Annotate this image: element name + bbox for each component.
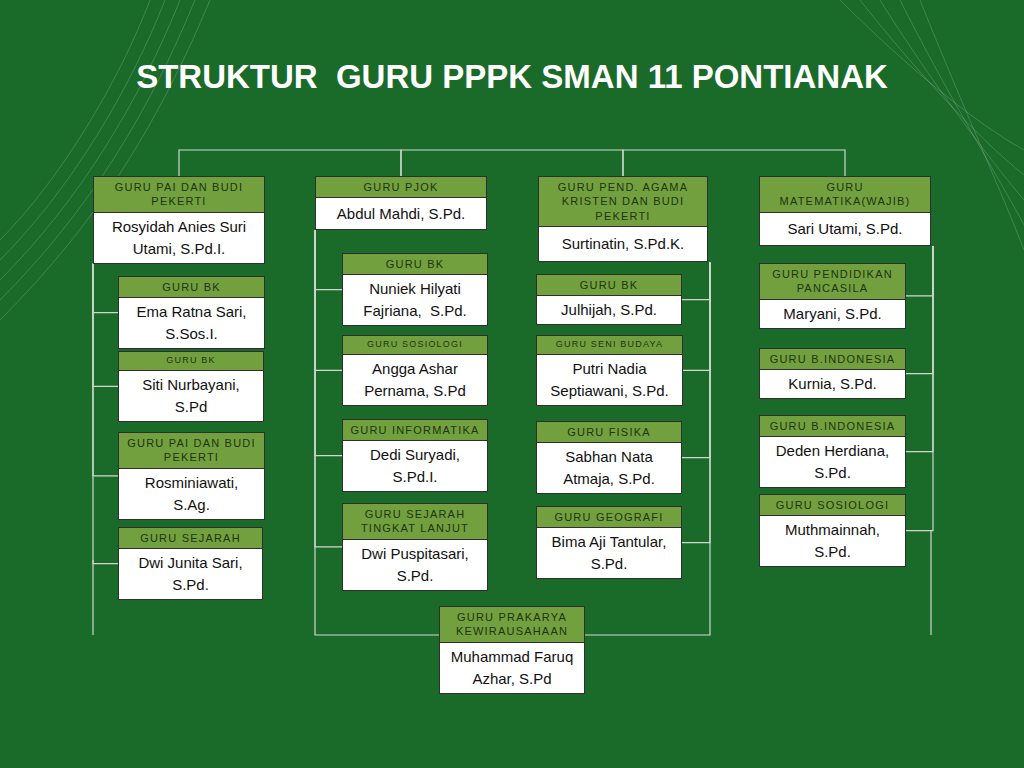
subject-header: GURU BK xyxy=(537,275,681,296)
connector-line xyxy=(315,230,342,370)
teacher-name: Abdul Mahdi, S.Pd. xyxy=(316,198,486,229)
teacher-name: Dwi Puspitasari, S.Pd. xyxy=(343,540,487,590)
subject-header: GURU B.INDONESIA xyxy=(760,349,905,370)
connector-line xyxy=(683,262,710,370)
connector-line xyxy=(906,246,933,452)
connector-line xyxy=(906,246,933,296)
connector-line xyxy=(315,230,342,456)
subject-header: GURU INFORMATIKA xyxy=(343,420,487,441)
teacher-name: Sabhan Nata Atmaja, S.Pd. xyxy=(537,443,681,493)
subject-header: GURU PAI DAN BUDI PEKERTI xyxy=(119,433,264,469)
teacher-box: GURU SOSIOLOGIMuthmainnah, S.Pd. xyxy=(759,494,906,567)
connector-line xyxy=(315,230,342,547)
teacher-name: Deden Herdiana, S.Pd. xyxy=(760,437,905,487)
corner-curves xyxy=(0,0,1024,320)
subject-header: GURU MATEMATIKA(WAJIB) xyxy=(760,177,930,213)
subject-header: GURU SEJARAH TINGKAT LANJUT xyxy=(343,504,487,540)
teacher-name: Muhammad Faruq Azhar, S.Pd xyxy=(440,643,584,693)
subject-header: GURU B.INDONESIA xyxy=(760,416,905,437)
teacher-name: Bima Aji Tantular, S.Pd. xyxy=(537,528,681,578)
subject-header: GURU SOSIOLOGI xyxy=(343,336,487,355)
connector-line xyxy=(623,150,845,176)
teacher-name: Sari Utami, S.Pd. xyxy=(760,213,930,245)
connector-line xyxy=(93,264,118,387)
subject-header: GURU BK xyxy=(119,352,263,371)
connector-line xyxy=(906,246,933,531)
teacher-name: Muthmainnah, S.Pd. xyxy=(760,516,905,566)
subject-header: GURU BK xyxy=(343,254,487,275)
teacher-box: GURU SEJARAH TINGKAT LANJUTDwi Puspitasa… xyxy=(342,503,488,591)
teacher-name: Ema Ratna Sari, S.Sos.I. xyxy=(119,298,264,348)
teacher-name: Rosyidah Anies Suri Utami, S.Pd.I. xyxy=(94,213,264,263)
diagram-title: STRUKTUR GURU PPPK SMAN 11 PONTIANAK xyxy=(0,58,1024,96)
connector-line xyxy=(682,262,710,300)
connector-line xyxy=(93,264,118,564)
teacher-box: GURU PAI DAN BUDI PEKERTIRosminiawati, S… xyxy=(118,432,265,520)
teacher-box: GURU PAI DAN BUDI PEKERTIRosyidah Anies … xyxy=(93,176,265,264)
subject-header: GURU BK xyxy=(119,277,264,298)
connector-line xyxy=(179,150,401,176)
subject-header: GURU FISIKA xyxy=(537,422,681,443)
teacher-name: Julhijah, S.Pd. xyxy=(537,296,681,324)
teacher-name: Rosminiawati, S.Ag. xyxy=(119,469,264,519)
teacher-box: GURU PJOKAbdul Mahdi, S.Pd. xyxy=(315,176,487,230)
subject-header: GURU PENDIDIKAN PANCASILA xyxy=(760,264,905,300)
connector-line xyxy=(315,230,342,290)
teacher-box: GURU INFORMATIKADedi Suryadi, S.Pd.I. xyxy=(342,419,488,492)
subject-header: GURU SOSIOLOGI xyxy=(760,495,905,516)
teacher-box: GURU BKNuniek Hilyati Fajriana, S.Pd. xyxy=(342,253,488,326)
teacher-box: GURU FISIKASabhan Nata Atmaja, S.Pd. xyxy=(536,421,682,494)
subject-header: GURU SEJARAH xyxy=(119,528,262,549)
teacher-box: GURU B.INDONESIAKurnia, S.Pd. xyxy=(759,348,906,399)
teacher-name: Angga Ashar Pernama, S.Pd xyxy=(343,355,487,405)
subject-header: GURU PEND. AGAMA KRISTEN DAN BUDI PEKERT… xyxy=(539,177,707,227)
subject-header: GURU PJOK xyxy=(316,177,486,198)
teacher-name: Kurnia, S.Pd. xyxy=(760,370,905,398)
teacher-box: GURU PRAKARYA KEWIRAUSAHAANMuhammad Faru… xyxy=(439,606,585,694)
teacher-box: GURU BKJulhijah, S.Pd. xyxy=(536,274,682,325)
teacher-box: GURU SENI BUDAYAPutri Nadia Septiawani, … xyxy=(536,335,683,406)
connector-line xyxy=(401,150,623,176)
connector-line xyxy=(906,246,933,374)
teacher-name: Dwi Junita Sari, S.Pd. xyxy=(119,549,262,599)
connector-line xyxy=(682,262,710,458)
teacher-name: Surtinatin, S.Pd.K. xyxy=(539,227,707,261)
teacher-box: GURU BKEma Ratna Sari, S.Sos.I. xyxy=(118,276,265,349)
teacher-box: GURU BKSiti Nurbayani, S.Pd xyxy=(118,351,264,422)
subject-header: GURU PRAKARYA KEWIRAUSAHAAN xyxy=(440,607,584,643)
teacher-box: GURU SEJARAHDwi Junita Sari, S.Pd. xyxy=(118,527,263,600)
subject-header: GURU PAI DAN BUDI PEKERTI xyxy=(94,177,264,213)
subject-header: GURU SENI BUDAYA xyxy=(537,336,682,355)
teacher-name: Dedi Suryadi, S.Pd.I. xyxy=(343,441,487,491)
teacher-name: Nuniek Hilyati Fajriana, S.Pd. xyxy=(343,275,487,325)
teacher-name: Maryani, S.Pd. xyxy=(760,300,905,328)
connector-line xyxy=(93,264,118,476)
connector-line xyxy=(93,264,118,313)
teacher-box: GURU SOSIOLOGIAngga Ashar Pernama, S.Pd xyxy=(342,335,488,406)
subject-header: GURU GEOGRAFI xyxy=(537,507,681,528)
teacher-name: Siti Nurbayani, S.Pd xyxy=(119,371,263,421)
teacher-box: GURU PENDIDIKAN PANCASILAMaryani, S.Pd. xyxy=(759,263,906,329)
connector-line xyxy=(682,262,710,543)
teacher-box: GURU GEOGRAFIBima Aji Tantular, S.Pd. xyxy=(536,506,682,579)
teacher-box: GURU B.INDONESIADeden Herdiana, S.Pd. xyxy=(759,415,906,488)
teacher-box: GURU MATEMATIKA(WAJIB)Sari Utami, S.Pd. xyxy=(759,176,931,246)
teacher-name: Putri Nadia Septiawani, S.Pd. xyxy=(537,355,682,405)
teacher-box: GURU PEND. AGAMA KRISTEN DAN BUDI PEKERT… xyxy=(538,176,708,262)
